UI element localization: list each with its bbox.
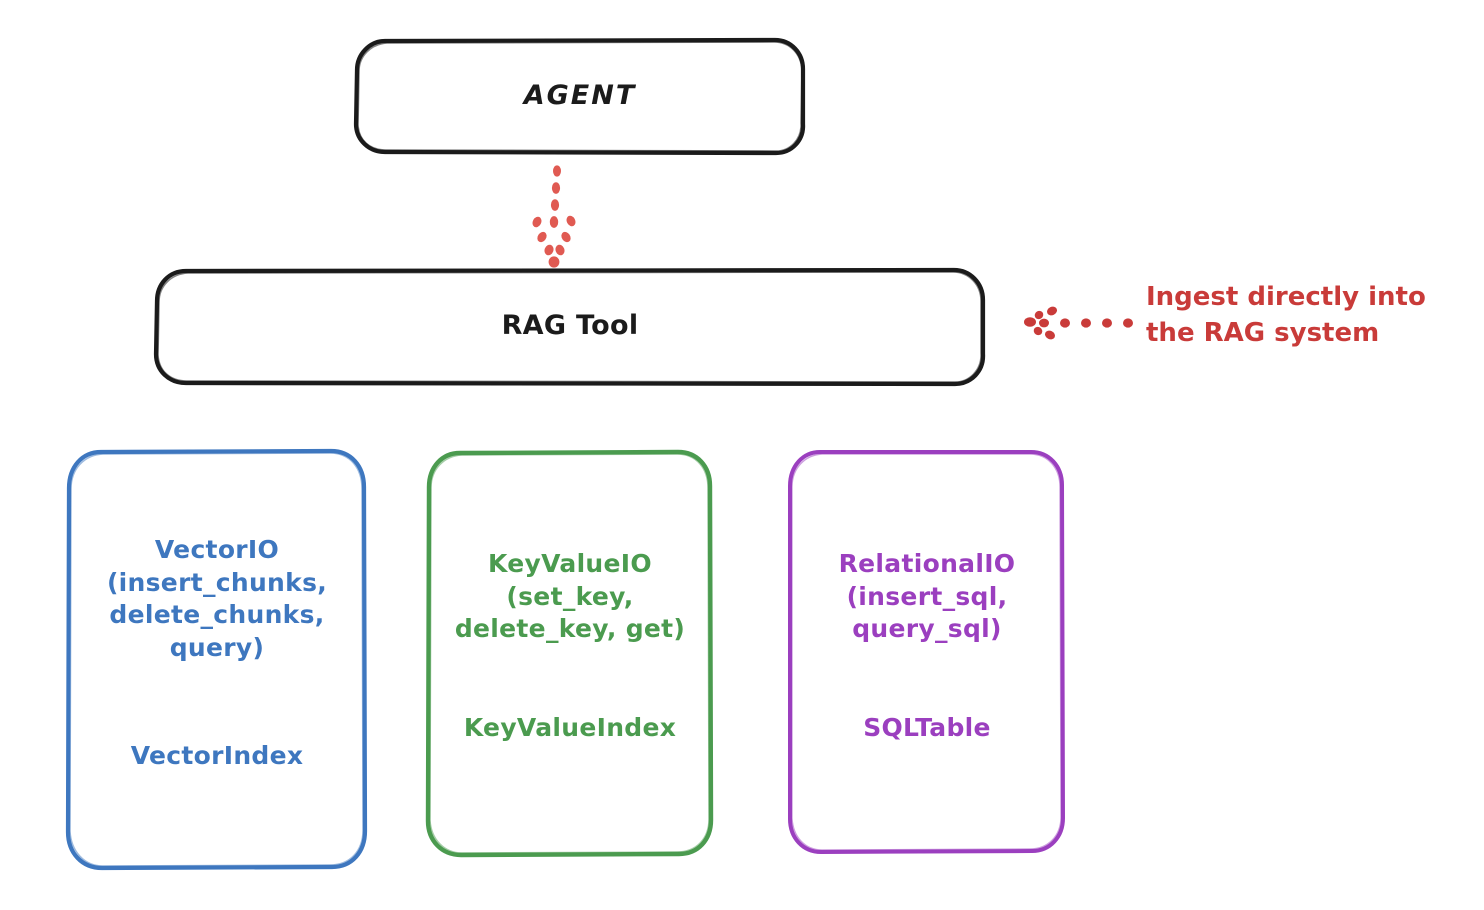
rag-tool-box-sketch-overlay xyxy=(157,271,982,383)
vector-io-box-outline xyxy=(65,448,368,871)
vector-io-box-sketch-overlay xyxy=(69,452,364,867)
key-value-io-node[interactable] xyxy=(425,449,714,858)
ingest-annotation-label: Ingest directly into the RAG system xyxy=(1146,282,1426,348)
key-value-io-box-outline xyxy=(425,449,714,858)
edge-agent-to-rag-tool xyxy=(532,165,576,268)
agent-box-sketch-overlay xyxy=(357,41,803,152)
relational-io-box-sketch-overlay xyxy=(791,453,1062,851)
edge-ingest-to-rag-tool xyxy=(1024,306,1133,340)
vector-io-node[interactable] xyxy=(65,448,368,871)
rag-tool-node[interactable] xyxy=(153,267,986,387)
relational-io-box-outline xyxy=(788,450,1065,854)
key-value-io-box-sketch-overlay xyxy=(429,453,710,854)
agent-node[interactable] xyxy=(353,37,806,156)
agent-box-outline xyxy=(353,37,806,156)
rag-tool-box-outline xyxy=(153,267,986,387)
relational-io-node[interactable] xyxy=(788,450,1065,854)
